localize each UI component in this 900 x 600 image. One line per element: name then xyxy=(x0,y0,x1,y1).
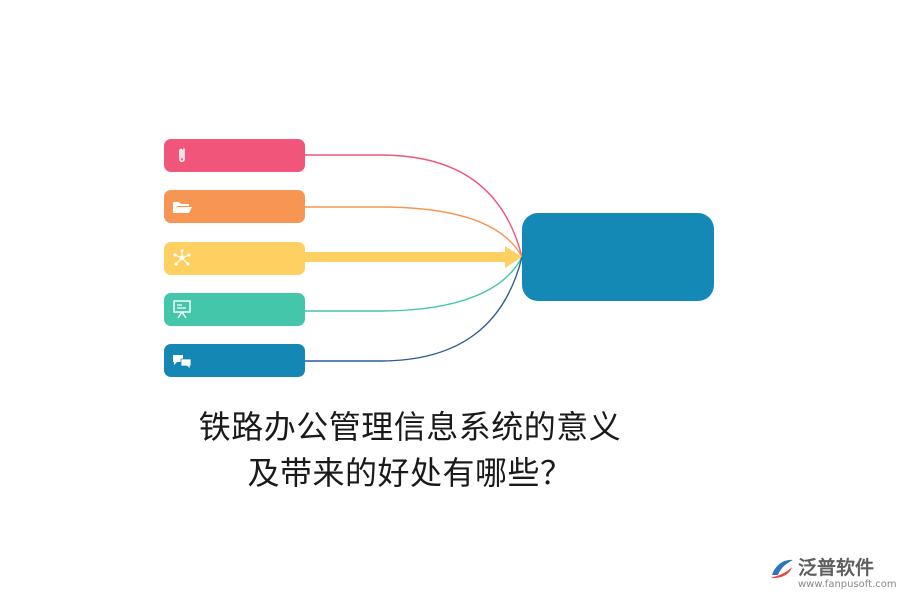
target-box xyxy=(522,213,714,301)
connector-line-1 xyxy=(305,154,523,258)
item-box-1 xyxy=(164,139,305,172)
item-box-5 xyxy=(164,344,305,377)
connector-arrow-3 xyxy=(305,246,522,268)
brand-name: 泛普软件 xyxy=(798,557,875,579)
presentation-board-icon xyxy=(173,300,191,319)
connector-line-4 xyxy=(305,256,523,312)
connector-line-5 xyxy=(305,256,523,362)
item-box-3 xyxy=(164,242,305,275)
folder-open-icon xyxy=(173,202,192,213)
fanpu-logo-icon xyxy=(770,559,793,579)
caption-line-1: 铁路办公管理信息系统的意义 xyxy=(198,408,622,446)
chat-bubbles-icon xyxy=(173,355,192,370)
paperclip-icon xyxy=(179,148,185,163)
network-icon xyxy=(173,249,191,266)
brand-url: www.fanpusoft.com xyxy=(798,579,897,590)
caption-line-2: 及带来的好处有哪些？ xyxy=(247,454,573,492)
connector-line-2 xyxy=(305,206,523,258)
item-box-2 xyxy=(164,190,305,223)
item-box-4 xyxy=(164,293,305,326)
brand-logo: 泛普软件 www.fanpusoft.com xyxy=(768,552,897,596)
